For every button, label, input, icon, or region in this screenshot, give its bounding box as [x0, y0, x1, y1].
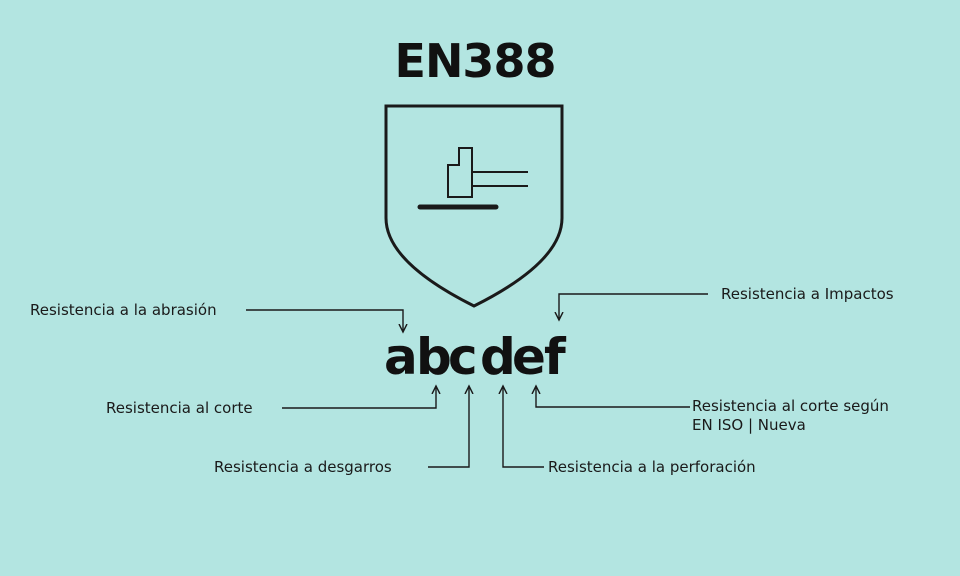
- label-impacts: Resistencia a Impactos: [721, 285, 894, 303]
- arrow-impacts: [559, 293, 708, 320]
- arrow-cut: [282, 386, 436, 409]
- shield-outline-icon: [384, 104, 564, 308]
- label-cut-iso-line2: EN ISO | Nueva: [692, 416, 806, 434]
- label-cut-iso-line1: Resistencia al corte según: [692, 397, 889, 415]
- letter-b: b: [416, 328, 452, 386]
- label-cut: Resistencia al corte: [106, 399, 253, 417]
- impact-hammer-icon: [447, 147, 528, 198]
- arrow-abrasion: [246, 309, 403, 332]
- arrow-puncture: [503, 386, 544, 468]
- label-abrasion: Resistencia a la abrasión: [30, 301, 217, 319]
- label-tear: Resistencia a desgarros: [214, 458, 392, 476]
- label-puncture: Resistencia a la perforación: [548, 458, 756, 476]
- arrow-cut-iso: [536, 386, 690, 408]
- standard-title: EN388: [394, 34, 557, 88]
- rating-letters: a b c d e f: [380, 328, 570, 388]
- letter-f: f: [544, 328, 566, 386]
- arrow-tear: [428, 386, 469, 468]
- letter-d: d: [480, 328, 516, 386]
- letter-e: e: [512, 328, 546, 386]
- letter-c: c: [448, 328, 478, 386]
- letter-a: a: [384, 328, 418, 386]
